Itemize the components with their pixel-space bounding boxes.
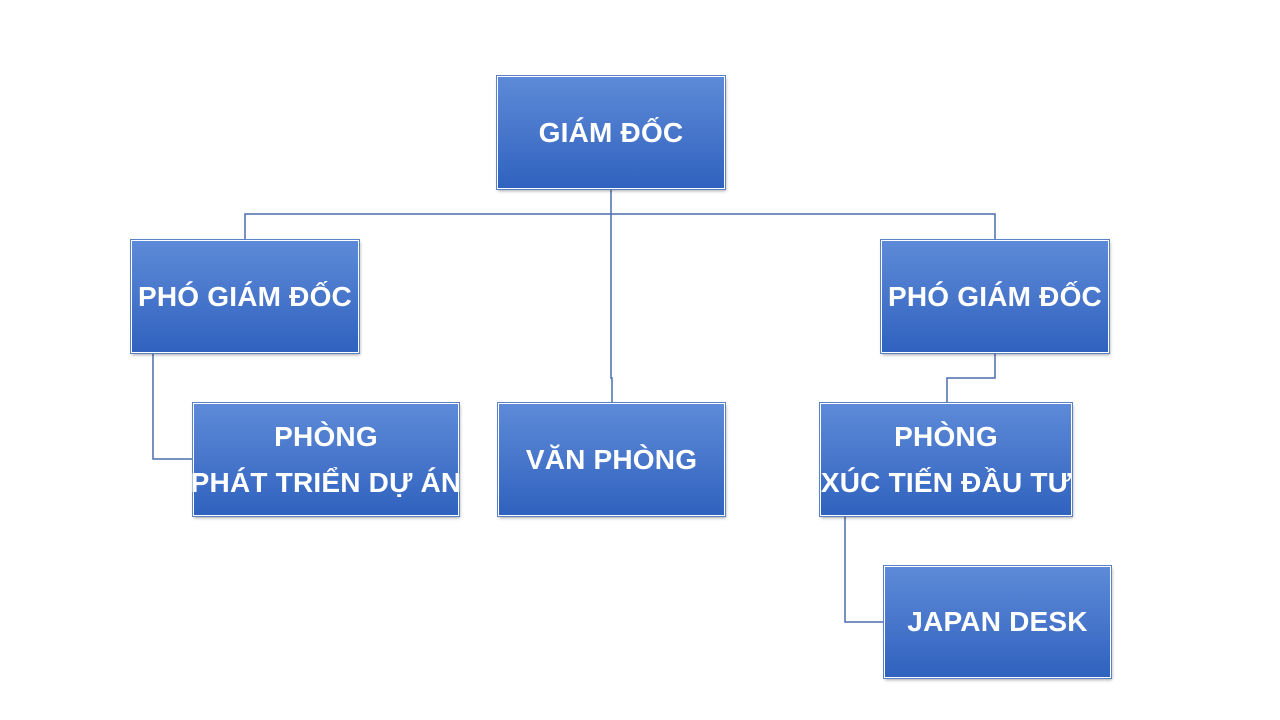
project-development-dept-box: PHÒNG PHÁT TRIỂN DỰ ÁN (190, 403, 462, 516)
director-label: GIÁM ĐỐC (538, 116, 684, 148)
deputy-director-left-label: PHÓ GIÁM ĐỐC (138, 280, 352, 312)
project-development-dept-line1: PHÒNG (274, 420, 378, 452)
deputy-director-right-box: PHÓ GIÁM ĐỐC (881, 240, 1109, 353)
connector-deputy-right-to-investment (946, 353, 996, 403)
deputy-director-left-box: PHÓ GIÁM ĐỐC (131, 240, 359, 353)
japan-desk-label: JAPAN DESK (907, 606, 1088, 637)
connector-director-to-deputy-right (611, 213, 996, 240)
deputy-director-right-label: PHÓ GIÁM ĐỐC (888, 280, 1102, 312)
connector-deputy-left-to-project-dev (152, 353, 193, 460)
investment-promotion-dept-box: PHÒNG XÚC TIẾN ĐẦU TƯ (820, 403, 1072, 516)
japan-desk-box: JAPAN DESK (884, 566, 1111, 678)
office-box: VĂN PHÒNG (498, 403, 725, 516)
office-label: VĂN PHÒNG (525, 443, 698, 475)
investment-promotion-dept-line2: XÚC TIẾN ĐẦU TƯ (820, 466, 1072, 498)
director-box: GIÁM ĐỐC (497, 76, 725, 189)
investment-promotion-dept-line1: PHÒNG (894, 420, 998, 452)
connector-investment-to-japan-desk (844, 516, 884, 623)
project-development-dept-line2: PHÁT TRIỂN DỰ ÁN (190, 466, 462, 498)
connector-director-to-office (610, 214, 613, 403)
connector-director-to-deputy-left (244, 189, 612, 240)
